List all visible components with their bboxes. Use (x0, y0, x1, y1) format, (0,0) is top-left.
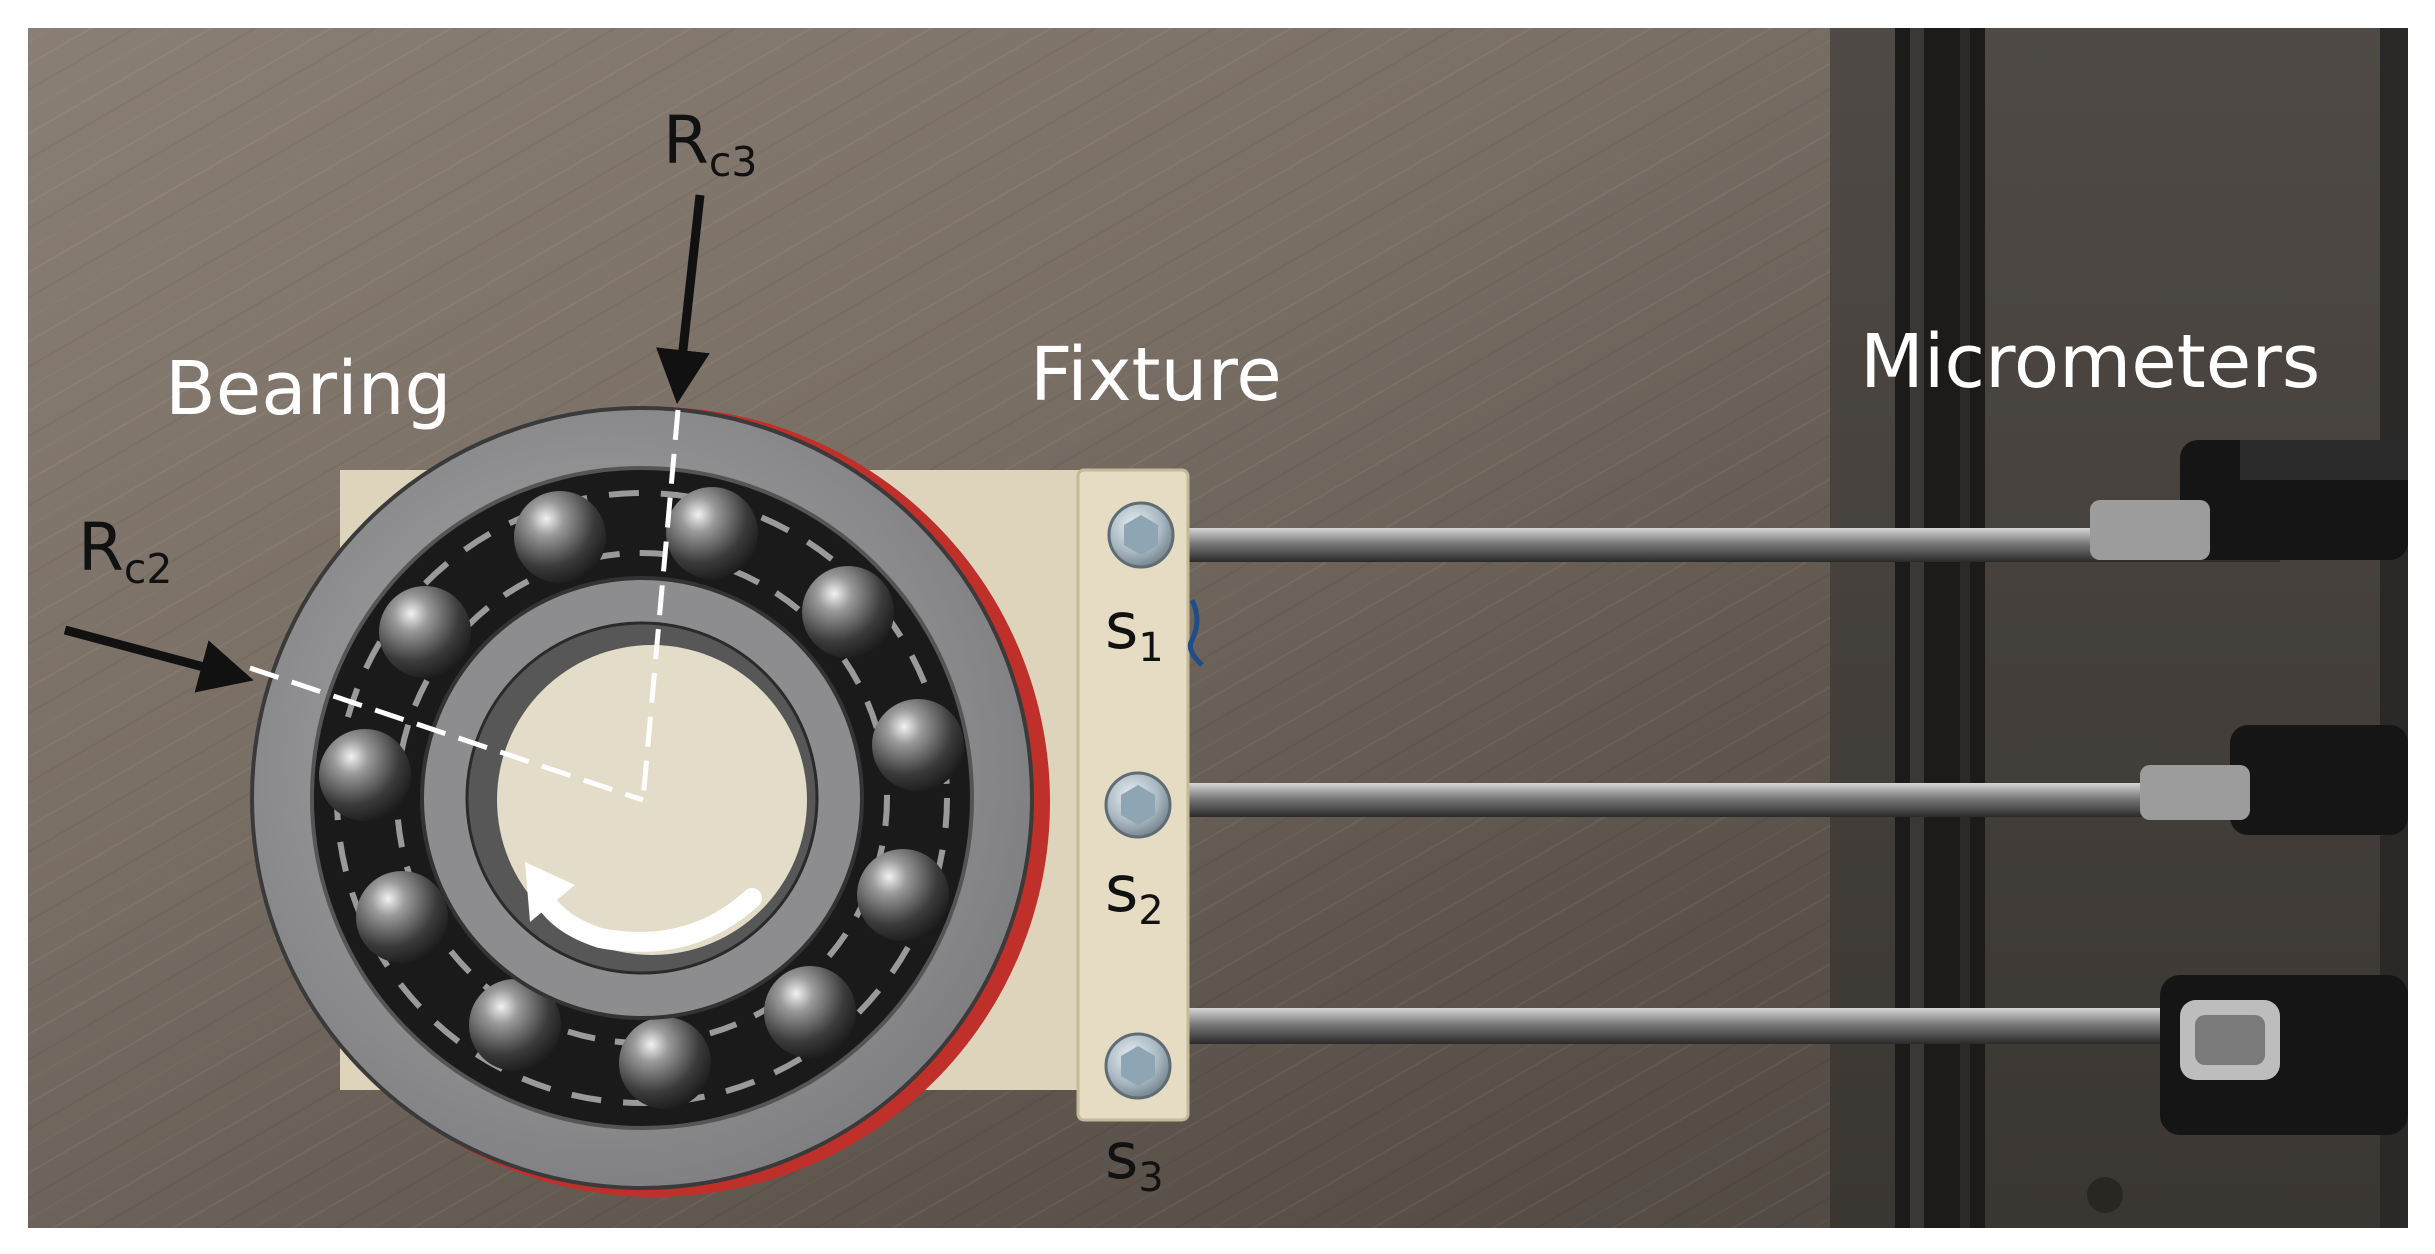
label-s1-main: s (1105, 590, 1139, 664)
rc3-arrow (656, 194, 710, 404)
bearing-balls (319, 487, 964, 1109)
label-s1: s1 (1105, 595, 1164, 668)
micrometer-rod-3 (1180, 1008, 2320, 1044)
micrometer-head-3 (2160, 975, 2408, 1135)
label-micrometers: Micrometers (1860, 319, 2321, 405)
micrometer-head-1 (2090, 440, 2408, 560)
label-s2: s2 (1105, 858, 1164, 931)
bearing-bore (497, 645, 807, 955)
label-s3: s3 (1105, 1125, 1164, 1198)
screw-hole (2087, 1177, 2123, 1213)
label-rc2-sub: c2 (123, 545, 173, 594)
reference-lines (249, 409, 681, 803)
label-s3-sub: 3 (1138, 1154, 1164, 1201)
label-rc2: Rc2 (78, 515, 172, 590)
micrometer-head-2 (2140, 725, 2408, 835)
label-rc2-main: R (78, 509, 124, 586)
label-s1-sub: 1 (1138, 624, 1164, 671)
bolt-3 (1104, 1032, 1172, 1100)
label-s2-sub: 2 (1138, 887, 1164, 934)
label-rc3-sub: c3 (708, 138, 758, 187)
rotation-arrow (525, 862, 762, 952)
bolt-1 (1107, 501, 1175, 569)
ink-mark (1187, 598, 1204, 667)
bolt-2 (1104, 771, 1172, 839)
micrometer-rod-2 (1180, 783, 2330, 817)
label-rc3: Rc3 (663, 108, 757, 183)
rc2-arrow (63, 625, 254, 693)
label-s2-main: s (1105, 853, 1139, 927)
label-fixture: Fixture (1030, 332, 1282, 418)
label-rc3-main: R (663, 102, 709, 179)
label-bearing: Bearing (165, 346, 452, 432)
bearing (250, 406, 1050, 1197)
label-s3-main: s (1105, 1120, 1139, 1194)
profile-rail (1895, 28, 1985, 1228)
